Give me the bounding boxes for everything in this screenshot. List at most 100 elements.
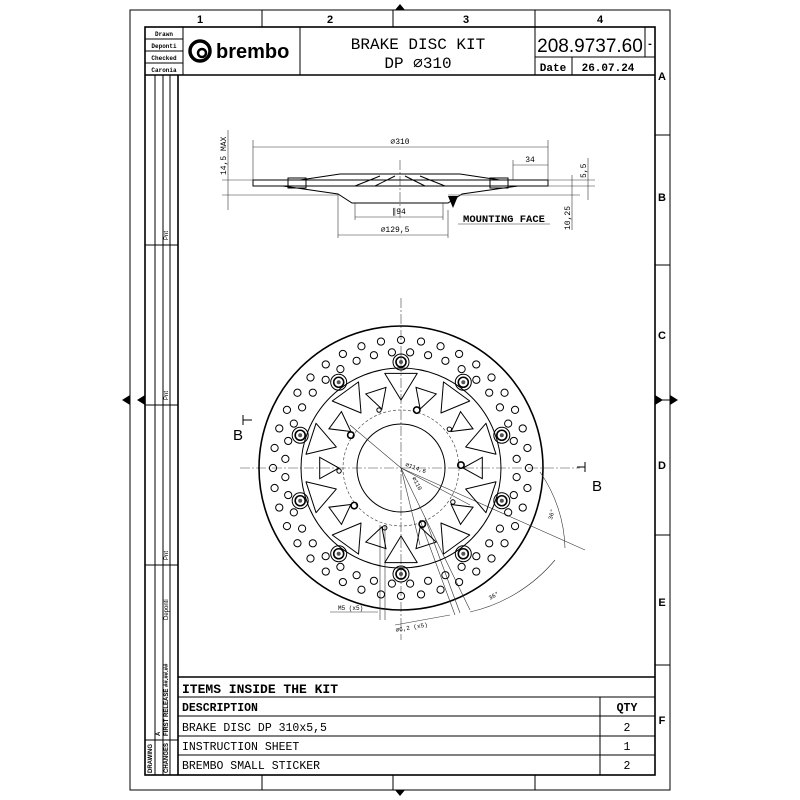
- drilled-hole: [275, 503, 284, 512]
- column-header-description: DESCRIPTION: [182, 702, 258, 715]
- floating-button: [291, 492, 309, 510]
- date-label: Date: [540, 63, 567, 75]
- carrier-window: [450, 503, 474, 526]
- drilled-hole: [441, 571, 450, 580]
- drilled-hole: [510, 522, 520, 531]
- floating-button-rivet: [294, 429, 306, 442]
- carrier-window: [415, 525, 438, 550]
- drilled-hole: [306, 373, 315, 382]
- front-view: [240, 298, 586, 640]
- floating-button-rivet: [496, 429, 508, 442]
- drilled-hole: [352, 356, 361, 365]
- carrier-window: [305, 481, 337, 514]
- rev-letter: A: [156, 731, 162, 736]
- column-label: 2: [327, 14, 333, 26]
- drilled-hole: [308, 539, 317, 548]
- floating-button: [330, 545, 348, 563]
- drilled-hole: [268, 463, 278, 473]
- section-label-left: B: [233, 427, 243, 444]
- drilled-hole: [289, 508, 298, 517]
- drilled-hole: [500, 539, 509, 548]
- floating-button: [392, 353, 410, 371]
- drilled-hole: [523, 443, 532, 453]
- column-dividers: [261, 10, 670, 790]
- drilled-hole: [282, 405, 292, 414]
- column-label: 1: [197, 14, 203, 26]
- drilled-hole: [510, 405, 520, 414]
- drilled-hole: [423, 351, 433, 360]
- drilled-hole: [504, 419, 513, 428]
- column-label: 4: [597, 14, 604, 26]
- item-description: BRAKE DISC DP 310x5,5: [182, 722, 327, 735]
- drilled-hole: [406, 348, 415, 357]
- column-header-qty: QTY: [617, 702, 638, 715]
- floating-button: [291, 426, 309, 444]
- carrier-window: [305, 422, 337, 455]
- drilled-hole: [289, 419, 298, 428]
- dim-diameter-114-6: ∅114,6: [404, 461, 427, 475]
- floating-button: [392, 565, 410, 583]
- mounting-hole: [456, 461, 465, 470]
- carrier-window: [331, 522, 362, 555]
- drilled-hole: [487, 554, 496, 563]
- drilled-hole: [472, 552, 481, 561]
- drilled-hole: [376, 590, 386, 599]
- hub-bore: [356, 423, 446, 513]
- floating-button-rivet: [457, 376, 470, 389]
- floating-button-rivet: [496, 494, 508, 507]
- drilled-hole: [523, 483, 532, 493]
- changes-label: CHANGES: [164, 743, 170, 773]
- drilled-hole: [357, 585, 366, 594]
- drilled-hole: [308, 388, 317, 397]
- drilled-hole: [387, 348, 396, 357]
- drilled-hole: [396, 335, 406, 345]
- role-label: Drawn: [155, 31, 173, 38]
- drilled-hole: [518, 503, 527, 512]
- drilled-hole: [485, 388, 494, 397]
- carrier-window: [384, 372, 418, 401]
- table-row: BRAKE DISC DP 310x5,5 2: [182, 722, 631, 735]
- drilled-hole: [270, 443, 279, 453]
- table-row: INSTRUCTION SHEET 1: [182, 741, 631, 754]
- revision-code: -: [648, 38, 652, 50]
- drilled-hole: [472, 360, 481, 369]
- dim-14-5-max: 14,5 MAX: [220, 136, 229, 175]
- drawing-title: BRAKE DISC KIT: [351, 36, 485, 54]
- drilled-hole: [297, 524, 307, 533]
- floating-button-center: [399, 572, 403, 576]
- floating-button-rivet: [395, 356, 407, 368]
- carrier-window: [461, 456, 483, 480]
- floating-button: [493, 426, 511, 444]
- drilled-hole: [321, 375, 330, 384]
- section-arrow-right: [577, 462, 586, 472]
- item-qty: 2: [624, 722, 631, 735]
- carrier-window: [364, 386, 387, 411]
- floating-button-center: [399, 360, 403, 364]
- table-row: BREMBO SMALL STICKER 2: [182, 760, 631, 773]
- threaded-hole: [382, 525, 388, 531]
- drilled-hole: [512, 473, 521, 482]
- carrier-window: [465, 422, 497, 455]
- row-label: B: [658, 192, 666, 204]
- drilled-hole: [406, 579, 415, 588]
- part-number: 208.9737.60: [537, 36, 643, 57]
- drilled-hole: [436, 585, 445, 594]
- drilled-hole: [293, 388, 302, 397]
- drilled-hole: [321, 360, 330, 369]
- drilled-hole: [321, 567, 330, 576]
- drilled-hole: [321, 552, 330, 561]
- hole-callout: ∅6,2 (x5): [395, 621, 428, 634]
- author: Deponti: [164, 599, 170, 620]
- drilled-hole: [509, 436, 518, 446]
- drilled-hole: [423, 576, 433, 585]
- floating-button-center: [499, 433, 504, 438]
- drilled-hole: [369, 351, 379, 360]
- pnt-label: Pnt: [164, 231, 170, 240]
- carrier-window: [328, 410, 352, 433]
- drilled-hole: [455, 577, 464, 587]
- floating-button-center: [336, 380, 341, 385]
- dim-34: 34: [525, 156, 535, 165]
- drilled-hole: [416, 337, 426, 346]
- floating-button-center: [461, 551, 466, 556]
